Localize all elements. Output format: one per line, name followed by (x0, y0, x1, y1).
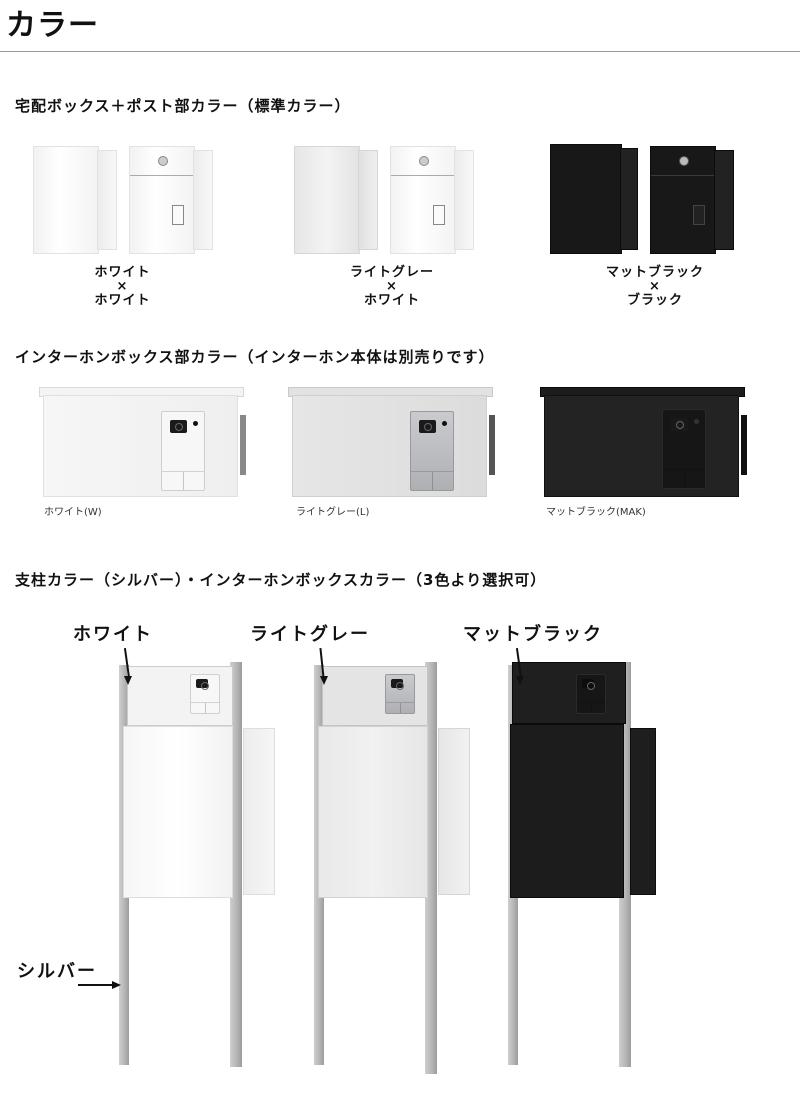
intercom-color-label: ライトグレー(L) (296, 507, 370, 518)
title-divider (0, 51, 800, 52)
arrowhead-icon (112, 981, 121, 989)
color-option-white-white: ホワイト × ホワイト (0, 140, 260, 315)
color-caption: ライトグレー × ホワイト (349, 265, 434, 308)
post-box-image (650, 146, 736, 254)
color-option-mattblack-black: マットブラック × ブラック (540, 140, 800, 315)
arrowhead-icon (124, 676, 132, 685)
intercom-unit-image (385, 674, 415, 714)
intercom-unit-image (190, 674, 220, 714)
nameplate-window (172, 205, 184, 225)
delivery-box-image (550, 144, 638, 254)
color-option-lightgrey-white: ライトグレー × ホワイト (260, 140, 520, 315)
intercom-box-white-image (39, 387, 246, 497)
post-box-image (129, 146, 213, 254)
post-color-label: シルバー (17, 961, 97, 982)
stand-label-white: ホワイト (73, 624, 153, 645)
camera-icon (419, 420, 436, 433)
stand-label-mattblack: マットブラック (463, 624, 603, 645)
arrow-icon (78, 984, 114, 986)
camera-icon (170, 420, 187, 433)
intercom-unit-image (576, 674, 606, 714)
intercom-unit-image (662, 409, 706, 489)
delivery-box-image (33, 146, 117, 254)
nameplate-window (433, 205, 445, 225)
delivery-section-heading: 宅配ボックス＋ポスト部カラー（標準カラー） (15, 97, 351, 115)
intercom-unit-image (161, 411, 205, 491)
delivery-box-image (294, 146, 378, 254)
key-lock-icon (158, 156, 168, 166)
intercom-section-heading: インターホンボックス部カラー（インターホン本体は別売りです） (15, 348, 495, 366)
intercom-box-mattblack-image (540, 387, 747, 497)
stand-section-heading: 支柱カラー（シルバー）・インターホンボックスカラー（3色より選択可） (15, 571, 547, 589)
color-caption: マットブラック × ブラック (605, 265, 704, 308)
stand-unit-mattblack-image (504, 660, 664, 1070)
arrowhead-icon (320, 676, 328, 685)
stand-unit-lightgrey-image (310, 660, 470, 1074)
page-title: カラー (6, 8, 99, 43)
arrowhead-icon (516, 676, 524, 685)
color-caption: ホワイト × ホワイト (94, 265, 151, 308)
intercom-unit-image (410, 411, 454, 491)
intercom-box-lightgrey-image (288, 387, 495, 497)
key-lock-icon (419, 156, 429, 166)
key-lock-icon (679, 156, 689, 166)
intercom-color-label: マットブラック(MAK) (546, 507, 646, 518)
post-box-image (390, 146, 474, 254)
stand-label-lightgrey: ライトグレー (250, 624, 370, 645)
nameplate-window (693, 205, 705, 225)
camera-icon (671, 418, 688, 431)
stand-unit-white-image (115, 660, 275, 1070)
intercom-color-label: ホワイト(W) (44, 507, 102, 518)
